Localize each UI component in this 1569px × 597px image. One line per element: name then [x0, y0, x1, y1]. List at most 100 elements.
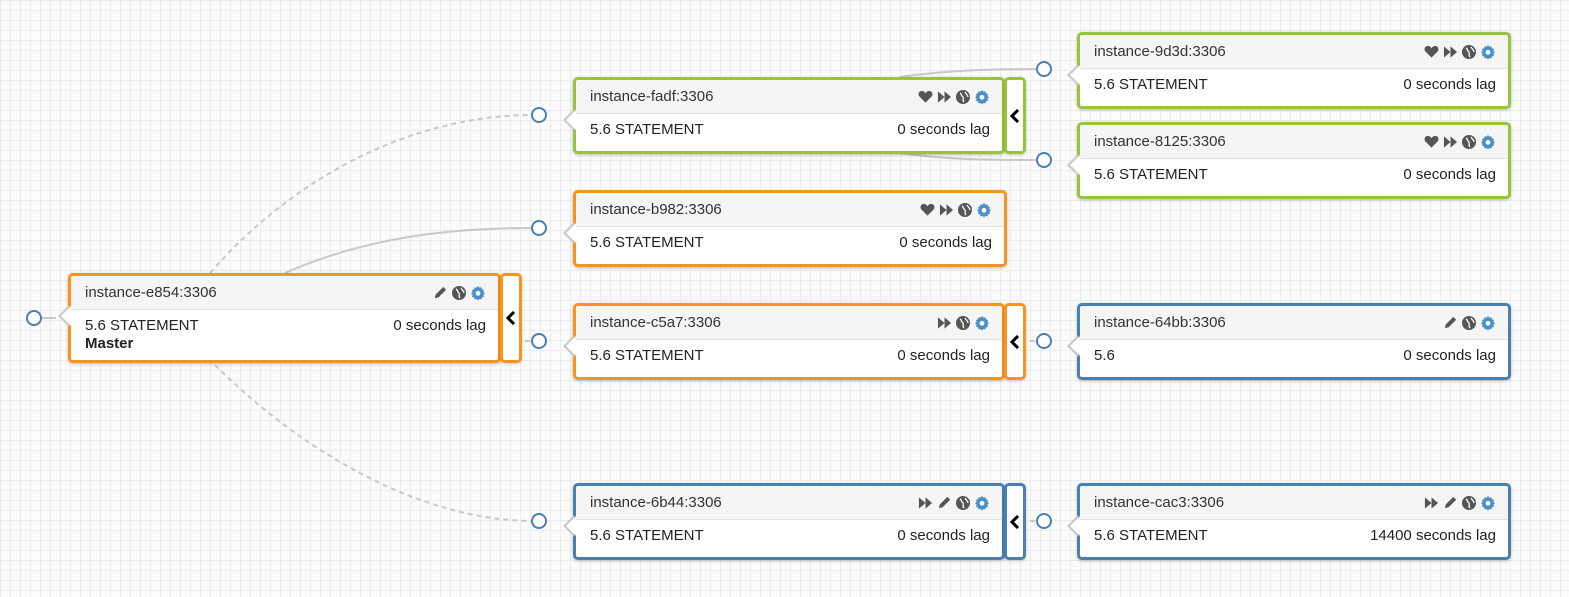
cac3-port[interactable]	[1036, 513, 1052, 529]
gear-icon[interactable]	[1480, 44, 1496, 60]
node-header: instance-e854:3306	[71, 276, 498, 310]
instance-name: instance-8125:3306	[1094, 133, 1226, 150]
node-body: 5.6 STATEMENT 0 seconds lag	[576, 340, 1002, 365]
b982-port[interactable]	[531, 220, 547, 236]
heart-icon[interactable]	[1423, 134, 1439, 150]
instance-lag: 0 seconds lag	[897, 527, 990, 544]
c5a7-port[interactable]	[531, 333, 547, 349]
node-instance-fadf[interactable]: instance-fadf:3306 5.6 STATEMENT 0 secon…	[563, 77, 1005, 154]
6b44-port[interactable]	[531, 513, 547, 529]
fast-forward-icon[interactable]	[936, 89, 952, 105]
node-instance-6b44[interactable]: instance-6b44:3306 5.6 STATEMENT 0 secon…	[563, 483, 1005, 560]
instance-lag: 0 seconds lag	[1403, 76, 1496, 93]
globe-icon[interactable]	[1461, 495, 1477, 511]
globe-icon[interactable]	[1461, 134, 1477, 150]
chevron-left-icon	[1010, 334, 1020, 349]
8125-port[interactable]	[1036, 152, 1052, 168]
node-instance-9d3d[interactable]: instance-9d3d:3306 5.6 STATEMENT 0 secon…	[1067, 32, 1511, 109]
node-body: 5.6 STATEMENT 0 seconds lag	[1080, 159, 1508, 184]
chevron-left-icon	[506, 311, 516, 325]
node-icons	[919, 202, 992, 218]
instance-version: 5.6 STATEMENT	[1094, 527, 1208, 544]
collapse-toggle-fadf[interactable]	[1004, 77, 1026, 154]
link-master-6b44	[214, 364, 534, 522]
fast-forward-icon[interactable]	[936, 315, 952, 331]
fast-forward-icon[interactable]	[1423, 495, 1439, 511]
node-icons	[432, 285, 486, 301]
node-instance-cac3[interactable]: instance-cac3:3306 5.6 STATEMENT 14400 s…	[1067, 483, 1511, 560]
fast-forward-icon[interactable]	[938, 202, 954, 218]
instance-lag: 14400 seconds lag	[1370, 527, 1496, 544]
node-instance-b982[interactable]: instance-b982:3306 5.6 STATEMENT 0 secon…	[563, 190, 1007, 267]
collapse-toggle-master[interactable]	[500, 273, 522, 363]
node-instance-c5a7[interactable]: instance-c5a7:3306 5.6 STATEMENT 0 secon…	[563, 303, 1005, 380]
fast-forward-icon[interactable]	[1442, 134, 1458, 150]
fast-forward-icon[interactable]	[1442, 44, 1458, 60]
globe-icon[interactable]	[955, 89, 971, 105]
instance-name: instance-64bb:3306	[1094, 314, 1226, 331]
node-header: instance-b982:3306	[576, 193, 1004, 227]
node-header: instance-c5a7:3306	[576, 306, 1002, 340]
master-port[interactable]	[26, 310, 42, 326]
node-icons	[1423, 495, 1496, 511]
instance-version: 5.6 STATEMENT	[85, 317, 199, 334]
pencil-icon[interactable]	[936, 495, 952, 511]
collapse-toggle-c5a7[interactable]	[1004, 303, 1026, 380]
fast-forward-icon[interactable]	[917, 495, 933, 511]
node-instance-8125[interactable]: instance-8125:3306 5.6 STATEMENT 0 secon…	[1067, 122, 1511, 199]
instance-version: 5.6	[1094, 347, 1115, 364]
node-body: 5.6 STATEMENT 0 seconds lag	[576, 227, 1004, 252]
pencil-icon[interactable]	[1442, 315, 1458, 331]
chevron-left-icon	[1010, 514, 1020, 529]
pencil-icon[interactable]	[432, 285, 448, 301]
link-master-b982	[284, 227, 534, 274]
node-icons	[1423, 44, 1496, 60]
instance-role: Master	[85, 335, 134, 352]
heart-icon[interactable]	[919, 202, 935, 218]
link-master-fadf	[209, 114, 534, 274]
node-icons	[917, 89, 990, 105]
gear-icon[interactable]	[974, 495, 990, 511]
instance-name: instance-e854:3306	[85, 284, 217, 301]
node-header: instance-6b44:3306	[576, 486, 1002, 520]
pencil-icon[interactable]	[1442, 495, 1458, 511]
gear-icon[interactable]	[974, 315, 990, 331]
gear-icon[interactable]	[1480, 134, 1496, 150]
instance-lag: 0 seconds lag	[393, 317, 486, 334]
instance-name: instance-c5a7:3306	[590, 314, 721, 331]
9d3d-port[interactable]	[1036, 61, 1052, 77]
node-body: 5.6 STATEMENT 0 seconds lag	[576, 520, 1002, 545]
heart-icon[interactable]	[917, 89, 933, 105]
globe-icon[interactable]	[955, 315, 971, 331]
globe-icon[interactable]	[957, 202, 973, 218]
64bb-port[interactable]	[1036, 333, 1052, 349]
node-header: instance-fadf:3306	[576, 80, 1002, 114]
node-body: 5.6 0 seconds lag	[1080, 340, 1508, 365]
gear-icon[interactable]	[1480, 315, 1496, 331]
node-header: instance-cac3:3306	[1080, 486, 1508, 520]
collapse-toggle-6b44[interactable]	[1004, 483, 1026, 560]
link-fadf-8125	[899, 152, 1039, 161]
node-body: 5.6 STATEMENT 0 seconds lag Master	[71, 310, 498, 353]
node-body: 5.6 STATEMENT 14400 seconds lag	[1080, 520, 1508, 545]
instance-version: 5.6 STATEMENT	[590, 527, 704, 544]
node-instance-64bb[interactable]: instance-64bb:3306 5.6 0 seconds lag	[1067, 303, 1511, 380]
instance-version: 5.6 STATEMENT	[1094, 76, 1208, 93]
fadf-port[interactable]	[531, 107, 547, 123]
gear-icon[interactable]	[1480, 495, 1496, 511]
heart-icon[interactable]	[1423, 44, 1439, 60]
node-instance-e854[interactable]: instance-e854:3306 5.6 STATEMENT 0 secon…	[58, 273, 501, 363]
gear-icon[interactable]	[470, 285, 486, 301]
node-header: instance-9d3d:3306	[1080, 35, 1508, 69]
instance-lag: 0 seconds lag	[897, 121, 990, 138]
globe-icon[interactable]	[1461, 315, 1477, 331]
instance-name: instance-9d3d:3306	[1094, 43, 1226, 60]
gear-icon[interactable]	[976, 202, 992, 218]
gear-icon[interactable]	[974, 89, 990, 105]
instance-lag: 0 seconds lag	[1403, 166, 1496, 183]
globe-icon[interactable]	[955, 495, 971, 511]
globe-icon[interactable]	[1461, 44, 1477, 60]
globe-icon[interactable]	[451, 285, 467, 301]
instance-lag: 0 seconds lag	[897, 347, 990, 364]
node-icons	[917, 495, 990, 511]
